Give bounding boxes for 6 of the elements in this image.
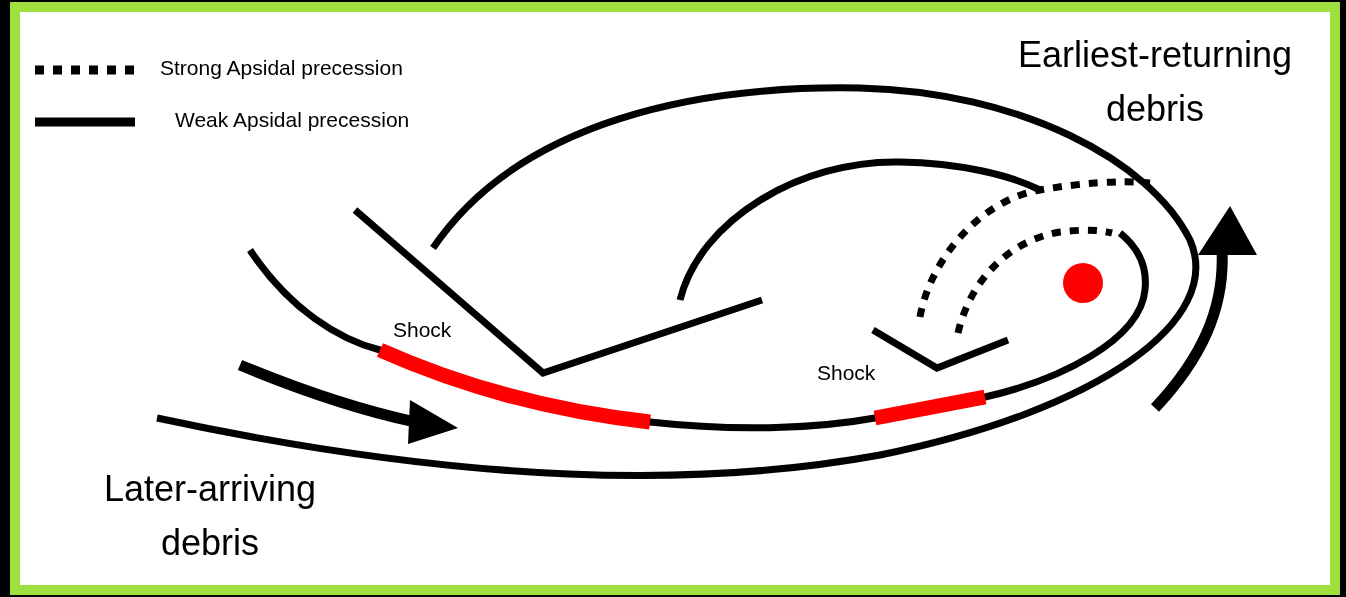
legend-label: Weak Apsidal precession (175, 108, 410, 132)
legend-label: Strong Apsidal precession (160, 56, 403, 80)
shock-label: Shock (817, 361, 876, 385)
annotation-text: Later-arriving debris (102, 467, 318, 565)
shock-label: Shock (393, 318, 452, 342)
annotation-text: Earliest-returning debris (1016, 33, 1294, 131)
